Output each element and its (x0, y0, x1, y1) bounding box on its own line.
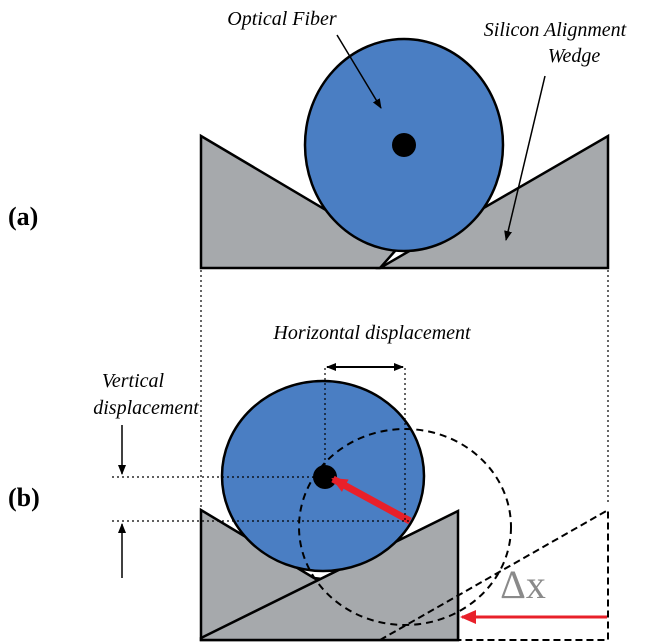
horizontal-displacement-guides (324, 368, 406, 521)
delta-x-label: Δx (500, 562, 546, 607)
vertical-displacement-label-line1: Vertical (102, 370, 165, 392)
panel-a-label: (a) (8, 202, 38, 231)
vertical-displacement-label-line2: displacement (93, 397, 199, 419)
panel-b-label: (b) (8, 483, 40, 512)
guide-lines (200, 270, 609, 640)
panel-a: Optical Fiber Silicon Alignment Wedge (a… (8, 8, 627, 270)
vertical-displacement-guides (112, 476, 410, 522)
displaced-fiber-core (313, 465, 337, 489)
wedge-label-arrow (504, 75, 546, 241)
horizontal-displacement-label: Horizontal displacement (272, 322, 471, 344)
fiber-label: Optical Fiber (227, 8, 337, 30)
fiber-label-arrow (336, 34, 382, 109)
panel-b: Horizontal displacement Vertical displac… (8, 322, 609, 642)
displacement-arrow (331, 475, 412, 525)
fiber-core (392, 133, 416, 157)
wedge-label-line2: Wedge (548, 45, 601, 67)
original-wedge-outline (379, 508, 609, 641)
wedge-label-line1: Silicon Alignment (484, 19, 627, 41)
